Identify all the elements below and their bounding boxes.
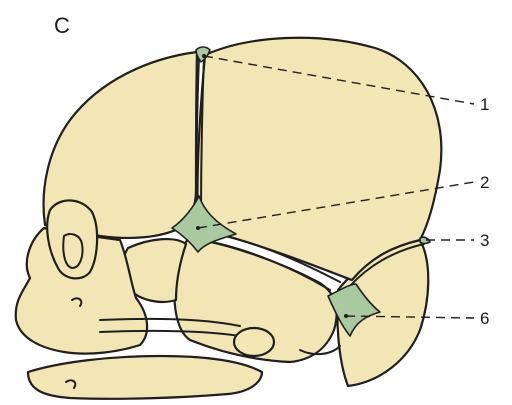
label-1: 1 bbox=[480, 95, 489, 114]
label-6: 6 bbox=[480, 309, 489, 328]
ear-opening bbox=[234, 328, 274, 356]
parietal-bone bbox=[197, 38, 441, 280]
label-2: 2 bbox=[480, 173, 489, 192]
marker-dot-2 bbox=[196, 226, 200, 230]
mandible bbox=[28, 356, 262, 399]
panel-letter: C bbox=[54, 13, 70, 38]
marker-dot-1 bbox=[202, 54, 206, 58]
marker-dot-6 bbox=[344, 314, 348, 318]
label-3: 3 bbox=[480, 231, 489, 250]
